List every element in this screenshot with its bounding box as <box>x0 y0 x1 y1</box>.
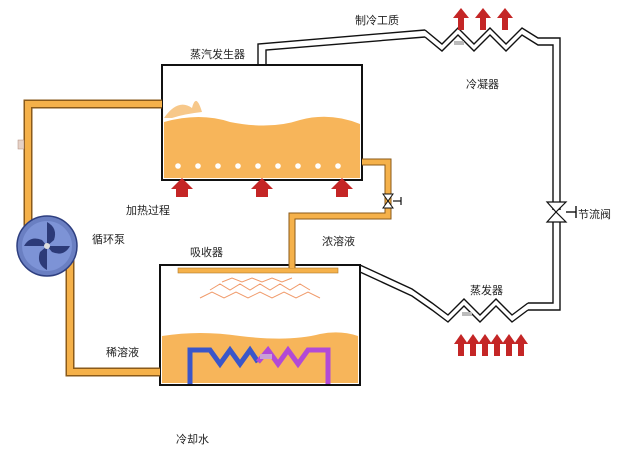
weak-solution-pipe <box>17 99 162 377</box>
heat-arrows <box>171 178 353 197</box>
pump-impeller-icon <box>24 222 70 270</box>
condenser-label: 冷凝器 <box>466 78 499 91</box>
circulation-pump <box>16 215 78 277</box>
heat-arrow-icon <box>502 334 516 356</box>
throttle-valve-label: 节流阀 <box>578 208 611 221</box>
spray-bar <box>177 267 339 274</box>
refrigerant-label: 制冷工质 <box>355 14 399 27</box>
heating-label: 加热过程 <box>126 204 170 217</box>
generator-liquid <box>164 116 360 178</box>
pump-label: 循环泵 <box>92 233 125 246</box>
strong-solution-label: 浓溶液 <box>322 235 355 248</box>
cooling-water-label: 冷却水 <box>176 433 209 446</box>
heat-arrow-icon <box>251 178 273 197</box>
heat-arrow-icon <box>331 178 353 197</box>
absorber-label: 吸收器 <box>190 246 223 259</box>
evaporator-heat-arrows <box>454 334 528 356</box>
heat-arrow-icon <box>478 334 492 356</box>
spray-pattern <box>199 277 321 299</box>
throttle-valve <box>545 201 577 223</box>
strong-solution-pipe <box>288 158 402 268</box>
exhaust-arrow-icon <box>453 8 469 30</box>
generator-label: 蒸汽发生器 <box>190 48 245 61</box>
generator-vessel <box>161 64 363 181</box>
exhaust-arrow-icon <box>497 8 513 30</box>
evaporator-label: 蒸发器 <box>470 284 503 297</box>
vapor-plume <box>164 100 202 118</box>
heating-dots <box>175 163 341 169</box>
heat-arrow-icon <box>490 334 504 356</box>
condenser-coil <box>424 27 561 210</box>
refrigerant-pipe <box>257 29 426 65</box>
cooling-water-coil <box>187 345 331 384</box>
heat-arrow-icon <box>171 178 193 197</box>
condenser-exhaust-arrows <box>453 8 513 30</box>
heat-arrow-icon <box>514 334 528 356</box>
exhaust-arrow-icon <box>475 8 491 30</box>
heat-arrow-icon <box>454 334 468 356</box>
flow-marker <box>17 139 25 150</box>
evaporator-feed-pipe <box>528 222 561 311</box>
weak-solution-label: 稀溶液 <box>106 346 139 359</box>
control-valve-icon <box>382 193 402 209</box>
heat-arrow-icon <box>466 334 480 356</box>
evaporator-coil <box>359 264 529 323</box>
